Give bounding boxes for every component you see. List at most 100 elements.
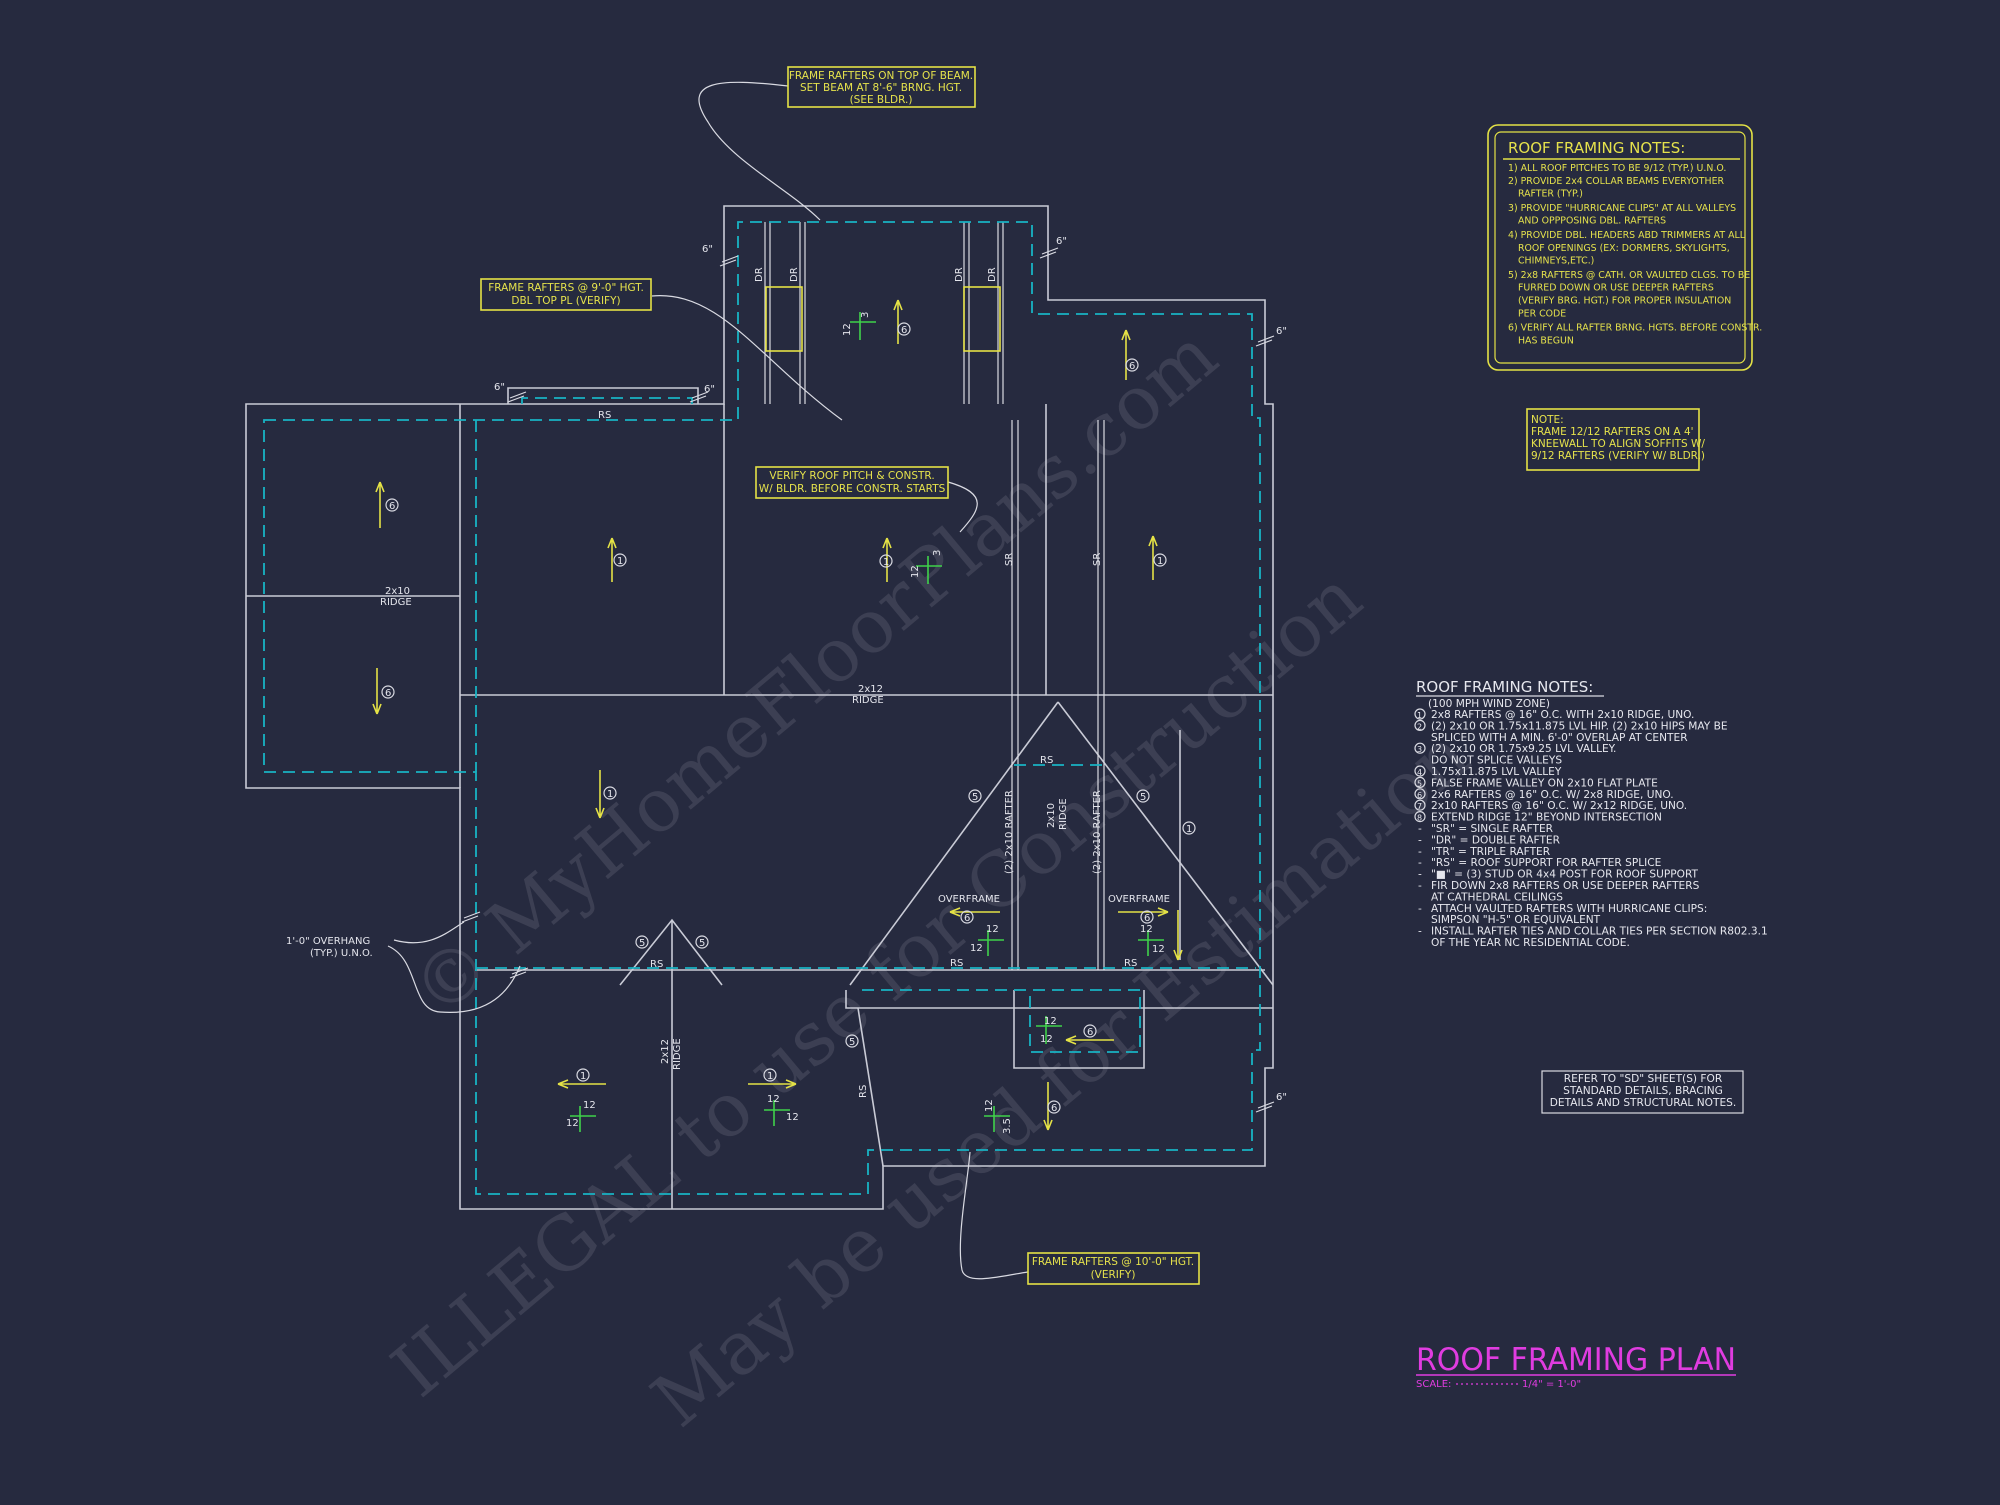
legend-item-text: (2) 2x10 OR 1.75x9.25 LVL VALLEY. (1431, 743, 1616, 755)
pitch-12-l: 12 (1044, 1016, 1057, 1027)
pitch-12-k: 12 (1040, 1034, 1053, 1045)
rafter-type-labels: DR DR DR DR SR SR RS RS RS RS RS RS (598, 267, 1137, 1098)
pitch-12-h: 12 (583, 1100, 596, 1111)
rs-label-gable: RS (650, 959, 663, 970)
callout-1d: 1 (607, 789, 613, 800)
rs-label-bottom: RS (858, 1085, 869, 1098)
hip-left-valley (849, 701, 1059, 986)
leader-lines (387, 81, 1029, 1280)
callout-box-frame-10 (1027, 1252, 1200, 1285)
six-inch-5: 6" (704, 384, 715, 395)
legend-bullet-text: AT CATHEDRAL CEILINGS (1431, 891, 1563, 903)
pitch-12-e: 12 (1140, 924, 1153, 935)
roof-outline (245, 205, 1274, 1210)
sr-label-2: SR (1092, 553, 1103, 566)
pitch-crosses (570, 312, 1164, 1132)
plan-title: ROOF FRAMING PLAN (1416, 1342, 1736, 1378)
legend-item-text: 2x6 RAFTERS @ 16" O.C. W/ 2x8 RIDGE, UNO… (1431, 789, 1674, 801)
legend-bullet-text: OF THE YEAR NC RESIDENTIAL CODE. (1431, 937, 1630, 949)
ridge-label-hip: RIDGE (1058, 798, 1069, 830)
callout-1g: 1 (767, 1071, 773, 1082)
eave-main (263, 221, 1261, 1195)
rs-label-right: RS (1124, 958, 1137, 969)
gable-bottom (1013, 990, 1145, 1069)
callout-boxes: FRAME RAFTERS ON TOP OF BEAM. SET BEAM A… (286, 66, 1705, 1285)
legend-number-circle (1414, 708, 1426, 720)
callout-frame10-1: FRAME RAFTERS @ 10'-0" HGT. (1032, 1256, 1194, 1268)
callout-6a: 6 (389, 501, 395, 512)
legend-bullet-dash: - (1418, 834, 1422, 846)
dr-label-3: DR (954, 267, 965, 282)
legend-number: 3 (1417, 745, 1422, 754)
callout-5b: 5 (1140, 792, 1146, 803)
legend-item-text: FALSE FRAME VALLEY ON 2x10 FLAT PLATE (1431, 777, 1658, 789)
notes-box-title: ROOF FRAMING NOTES: (1508, 139, 1685, 157)
legend-bullet-text: "DR" = DOUBLE RAFTER (1431, 834, 1561, 846)
callout-1b: 1 (883, 557, 889, 568)
pitch-12-b: 12 (910, 565, 921, 578)
legend-bullet-dash: - (1418, 926, 1422, 938)
rs-label-hip: RS (1040, 755, 1053, 766)
notes-box-line: 5) 2x8 RAFTERS @ CATH. OR VAULTED CLGS. … (1508, 270, 1750, 281)
overhang-note-2: (TYP.) U.N.O. (310, 948, 373, 959)
ridge-label-bottom: RIDGE (672, 1038, 683, 1070)
callout-1e: 1 (1186, 824, 1192, 835)
dormer-rafter-1 (764, 222, 771, 404)
notes-box-outer (1487, 124, 1753, 371)
pitch-35: 3.5 (1002, 1118, 1013, 1134)
bay-bottom-line (845, 990, 1273, 1009)
eave-step (521, 397, 693, 404)
legend-number-circle (1414, 788, 1426, 800)
legend-bullet-dash: - (1418, 880, 1422, 892)
rafter-label-left: (2) 2x10 RAFTER (1004, 790, 1015, 874)
notes-box-line: HAS BEGUN (1518, 335, 1574, 346)
callout-1c: 1 (1157, 556, 1163, 567)
legend-bullet-dash: - (1418, 857, 1422, 869)
overhang-note-1: 1'-0" OVERHANG (286, 936, 370, 947)
callout-frame10-2: (VERIFY) (1091, 1269, 1136, 1281)
scale-label: SCALE: (1416, 1379, 1451, 1390)
notes-box-inner (1494, 131, 1746, 364)
notes-box-lines: 1) ALL ROOF PITCHES TO BE 9/12 (TYP.) U.… (1508, 163, 1762, 346)
callout-5c: 5 (639, 938, 645, 949)
legend-item-text: EXTEND RIDGE 12" BEYOND INTERSECTION (1431, 812, 1662, 824)
callout-6c: 6 (901, 325, 907, 336)
ridge-label-mid: RIDGE (852, 695, 884, 706)
ridge-label-left: RIDGE (380, 597, 412, 608)
ridge-size-mid: 2x12 (858, 684, 883, 695)
ridge-size-hip: 2x10 (1046, 803, 1057, 828)
legend-number: 1 (1417, 711, 1422, 720)
dr-label-2: DR (789, 267, 800, 282)
refer-line-1: REFER TO "SD" SHEET(S) FOR (1564, 1073, 1723, 1085)
overframe-left: OVERFRAME (938, 894, 1000, 905)
callout-beam-2: SET BEAM AT 8'-6" BRNG. HGT. (800, 82, 962, 94)
six-inch-markers: 6" 6" 6" 6" 6" 6" (461, 236, 1287, 1113)
notes-box-line: FURRED DOWN OR USE DEEPER RAFTERS (1518, 283, 1714, 294)
callout-6g: 6 (1087, 1027, 1093, 1038)
roof-framing-legend: ROOF FRAMING NOTES: (100 MPH WIND ZONE) … (1414, 678, 1768, 949)
legend-number-circle (1414, 719, 1426, 732)
pitch-12-i: 12 (767, 1094, 780, 1105)
callout-5d: 5 (699, 938, 705, 949)
notes-box-line: CHIMNEYS,ETC.) (1518, 256, 1594, 267)
callout-6f: 6 (1144, 913, 1150, 924)
legend-bullet-dash: - (1418, 903, 1422, 915)
bottom-left-diagonal (857, 1007, 884, 1167)
callout-6d: 6 (1129, 361, 1135, 372)
legend-item-text: 2x10 RAFTERS @ 16" O.C. W/ 2x12 RIDGE, U… (1431, 800, 1687, 812)
callout-knee-4: 9/12 RAFTERS (VERIFY W/ BLDR.) (1531, 450, 1705, 462)
callout-box-dbl-top (480, 278, 652, 311)
legend-item-text: 1.75x11.875 LVL VALLEY (1431, 766, 1562, 778)
pitch-12-f: 12 (1152, 944, 1165, 955)
ridge-labels: 2x10 RIDGE 2x12 RIDGE 2x10 RIDGE 2x12 RI… (380, 586, 1170, 1070)
six-inch-1: 6" (702, 244, 713, 255)
notes-box-line: AND OPPPOSING DBL. RAFTERS (1518, 216, 1666, 227)
notes-box-line: ROOF OPENINGS (EX: DORMERS, SKYLIGHTS, (1518, 243, 1730, 254)
legend-number: 5 (1417, 779, 1422, 788)
refer-line-2: STANDARD DETAILS, BRACING (1563, 1085, 1723, 1097)
six-inch-6: 6" (1276, 1092, 1287, 1103)
ridge-double-1 (1011, 420, 1019, 970)
pitch-12-d: 12 (986, 924, 999, 935)
